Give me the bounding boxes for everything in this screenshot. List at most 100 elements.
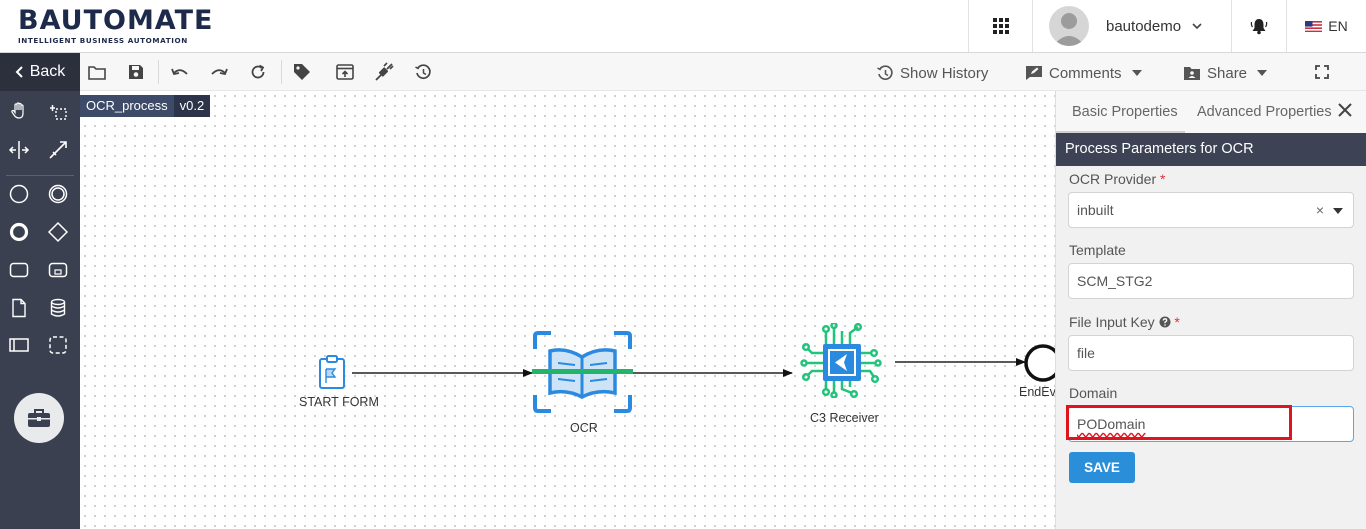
brand-logo[interactable]: BAUTOMATE INTELLIGENT BUSINESS AUTOMATIO…: [18, 5, 214, 50]
language-selector[interactable]: EN: [1286, 0, 1366, 52]
data-store-icon[interactable]: [45, 295, 71, 321]
comments-button[interactable]: Comments: [1025, 62, 1142, 84]
sequence-flows: [352, 358, 1026, 377]
share-label: Share: [1207, 64, 1248, 82]
template-value: SCM_STG2: [1077, 273, 1153, 289]
chip-receiver-icon: [800, 321, 882, 399]
process-tag: OCR_process v0.2: [80, 95, 211, 117]
brand-tagline: INTELLIGENT BUSINESS AUTOMATION: [18, 36, 188, 45]
ocr-provider-value: inbuilt: [1077, 202, 1114, 218]
template-field[interactable]: SCM_STG2: [1068, 263, 1354, 299]
process-name: OCR_process: [80, 95, 174, 117]
properties-panel: Basic Properties Advanced Properties Pro…: [1055, 91, 1366, 529]
toolbox-button[interactable]: [14, 393, 64, 443]
tag-icon[interactable]: [291, 61, 313, 83]
user-menu[interactable]: bautodemo: [1032, 0, 1231, 52]
domain-value: PODomain: [1077, 416, 1146, 432]
comment-edit-icon: [1026, 66, 1042, 80]
file-input-key-field[interactable]: file: [1068, 335, 1354, 371]
active-tab-indicator: [1056, 131, 1185, 133]
process-version: v0.2: [173, 95, 211, 117]
intermediate-event-icon[interactable]: [45, 181, 71, 207]
ocr-provider-label: OCR Provider *: [1069, 171, 1165, 187]
apps-grid-icon: [992, 18, 1009, 34]
brand-name: BAUTOMATE: [18, 5, 214, 36]
top-header: BAUTOMATE INTELLIGENT BUSINESS AUTOMATIO…: [0, 0, 1366, 53]
file-input-key-value: file: [1077, 345, 1095, 361]
pool-icon[interactable]: [6, 332, 32, 358]
share-button[interactable]: Share: [1183, 62, 1268, 84]
back-button[interactable]: Back: [0, 53, 80, 91]
back-label: Back: [29, 63, 66, 80]
start-event-icon[interactable]: [6, 181, 32, 207]
help-icon[interactable]: [1159, 316, 1171, 328]
ocr-provider-select[interactable]: inbuilt ×: [1068, 192, 1354, 228]
avatar: [1049, 6, 1089, 46]
comments-label: Comments: [1049, 64, 1122, 82]
close-panel-button[interactable]: [1338, 100, 1352, 123]
diagram-canvas[interactable]: OCR_process v0.2 START FORM OCR: [80, 91, 1063, 529]
show-history-label: Show History: [900, 64, 989, 82]
domain-highlight-box: [1066, 405, 1292, 440]
end-event-icon[interactable]: [6, 219, 32, 245]
refresh-icon[interactable]: [247, 61, 269, 83]
connect-tool-icon[interactable]: [45, 137, 71, 163]
start-form-node[interactable]: [318, 355, 346, 394]
c3-receiver-node[interactable]: [800, 321, 885, 403]
ocr-provider-label-text: OCR Provider: [1069, 171, 1157, 187]
group-icon[interactable]: [45, 332, 71, 358]
save-icon[interactable]: [125, 61, 147, 83]
us-flag-icon: [1305, 20, 1323, 32]
start-form-label: START FORM: [299, 395, 379, 409]
ocr-label: OCR: [570, 421, 598, 435]
toolbar-divider: [281, 60, 282, 84]
file-input-key-label-text: File Input Key: [1069, 314, 1155, 330]
book-scan-icon: [532, 331, 633, 413]
required-marker: *: [1160, 171, 1166, 187]
domain-field[interactable]: PODomain: [1068, 406, 1354, 442]
username: bautodemo: [1106, 17, 1182, 35]
chevron-down-icon: [1192, 19, 1202, 33]
domain-label: Domain: [1069, 385, 1118, 401]
caret-down-icon: [1131, 70, 1142, 76]
redo-icon[interactable]: [208, 61, 230, 83]
deploy-icon[interactable]: [334, 61, 356, 83]
template-label: Template: [1069, 242, 1126, 258]
caret-down-icon: [1257, 70, 1268, 76]
clear-selection-icon[interactable]: ×: [1315, 202, 1324, 218]
toolbox-icon: [28, 409, 50, 427]
required-marker: *: [1174, 314, 1180, 330]
undo-icon[interactable]: [169, 61, 191, 83]
lasso-tool-icon[interactable]: [45, 98, 71, 124]
connector-plug-icon[interactable]: [373, 61, 395, 83]
close-icon: [1338, 103, 1352, 117]
panel-title: Process Parameters for OCR: [1056, 133, 1366, 166]
tool-palette: Back: [0, 53, 80, 529]
form-icon: [319, 355, 345, 389]
file-input-key-label: File Input Key *: [1069, 314, 1180, 330]
show-history-button[interactable]: Show History: [877, 62, 988, 84]
c3-receiver-label: C3 Receiver: [810, 411, 879, 425]
tab-advanced-properties[interactable]: Advanced Properties: [1197, 104, 1332, 120]
notifications-button[interactable]: [1231, 0, 1286, 52]
tab-basic-properties[interactable]: Basic Properties: [1072, 104, 1178, 120]
open-folder-icon[interactable]: [86, 61, 108, 83]
end-event-label: EndEve: [1019, 385, 1063, 399]
space-tool-icon[interactable]: [6, 137, 32, 163]
task-icon[interactable]: [6, 257, 32, 283]
history-check-icon[interactable]: [412, 61, 434, 83]
hand-tool-icon[interactable]: [6, 98, 32, 124]
subprocess-icon[interactable]: [45, 257, 71, 283]
fullscreen-icon[interactable]: [1311, 61, 1333, 83]
save-button[interactable]: SAVE: [1069, 452, 1135, 483]
palette-divider: [6, 175, 74, 176]
properties-tabs: Basic Properties Advanced Properties: [1056, 91, 1366, 133]
bell-icon: [1250, 19, 1268, 35]
gateway-icon[interactable]: [45, 219, 71, 245]
data-object-icon[interactable]: [6, 295, 32, 321]
dropdown-caret-icon[interactable]: [1333, 208, 1343, 214]
apps-grid-button[interactable]: [968, 0, 1032, 52]
toolbar-divider: [158, 60, 159, 84]
ocr-node[interactable]: [532, 331, 633, 418]
share-folder-icon: [1184, 66, 1200, 80]
